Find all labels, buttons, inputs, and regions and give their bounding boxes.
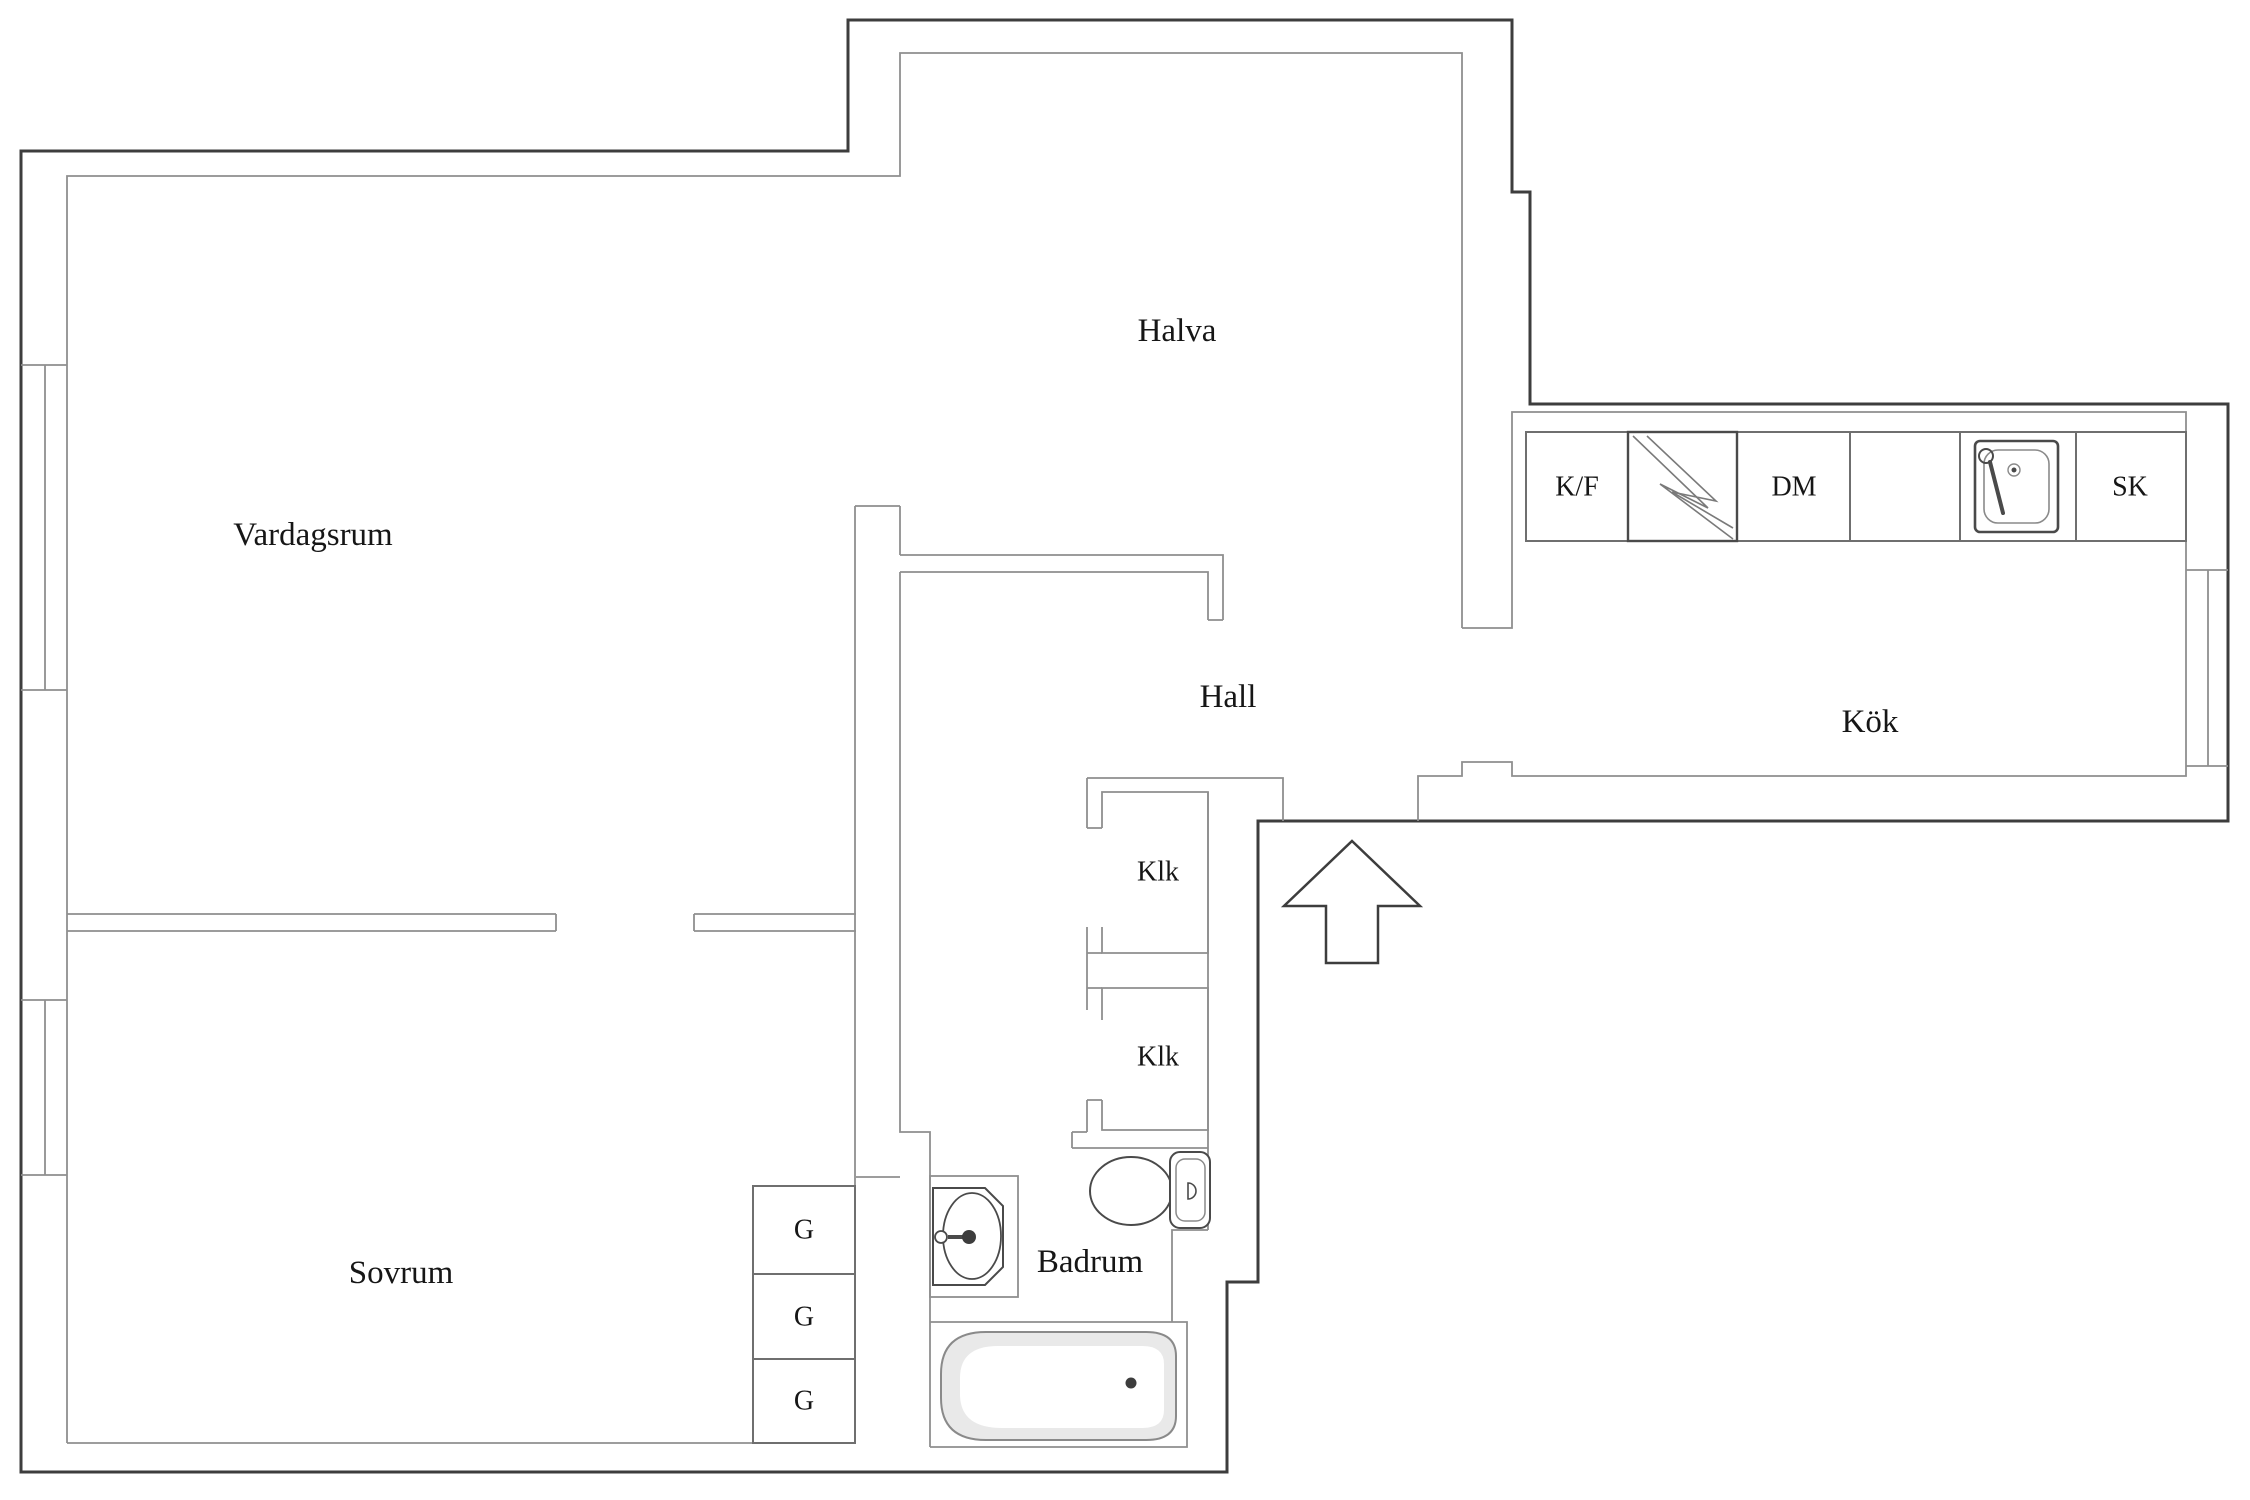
closet-label-klk-lower: Klk <box>1137 1042 1179 1073</box>
closet-label-klk-upper: Klk <box>1137 857 1179 888</box>
window-left-bedroom-icon <box>21 999 67 1176</box>
toilet-icon <box>1089 1151 1211 1229</box>
window-left-living-icon <box>21 364 67 691</box>
kitchen-counter-row <box>1525 431 2187 542</box>
window-kitchen-right-icon <box>2186 569 2228 767</box>
kitchen-unit-label-kf: K/F <box>1555 472 1599 503</box>
room-label-vardagsrum: Vardagsrum <box>233 517 393 553</box>
wardrobe-label-g3: G <box>794 1386 814 1417</box>
bathtub-icon <box>940 1331 1177 1441</box>
wardrobe-units <box>752 1185 856 1444</box>
room-label-sovrum: Sovrum <box>349 1255 454 1291</box>
room-label-kok: Kök <box>1842 704 1899 740</box>
kitchen-sink-icon <box>1973 439 2060 534</box>
room-label-hall: Hall <box>1200 679 1257 715</box>
outer-walls <box>19 18 2230 1474</box>
wardrobe-label-g2: G <box>794 1302 814 1333</box>
stove-icon <box>1626 430 1739 543</box>
entrance-arrow-icon <box>1280 839 1424 965</box>
washbasin-icon <box>929 1175 1019 1298</box>
room-label-badrum: Badrum <box>1037 1244 1144 1280</box>
kitchen-unit-label-dm: DM <box>1771 472 1816 503</box>
room-label-halva: Halva <box>1138 313 1217 349</box>
inner-walls <box>66 52 2187 1448</box>
wardrobe-label-g1: G <box>794 1215 814 1246</box>
kitchen-unit-label-sk: SK <box>2112 472 2148 503</box>
